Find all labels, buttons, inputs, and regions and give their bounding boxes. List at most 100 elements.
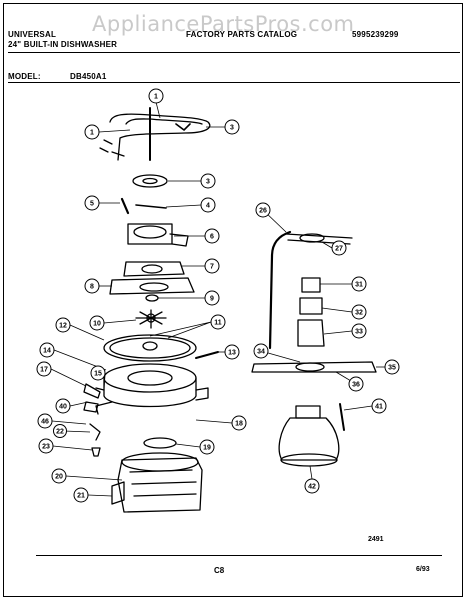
callout-34: 34: [253, 343, 269, 359]
callout-4: 4: [200, 197, 216, 213]
callout-1: 1: [84, 124, 100, 140]
header-rule: [8, 52, 460, 53]
callout-33: 33: [351, 323, 367, 339]
svg-text:46: 46: [41, 419, 49, 426]
plate-illustration: [109, 277, 195, 295]
motor-gasket-illustration: [143, 437, 177, 449]
svg-text:31: 31: [355, 282, 363, 289]
heating-element-illustration: [99, 107, 211, 161]
svg-text:19: 19: [203, 445, 211, 452]
callout-42: 42: [304, 478, 320, 494]
svg-text:17: 17: [40, 367, 48, 374]
filter-screen-illustration: [103, 334, 197, 362]
svg-text:12: 12: [59, 323, 67, 330]
page-frame: [3, 3, 463, 597]
callout-15: 15: [90, 365, 106, 381]
callout-9: 9: [204, 290, 220, 306]
brand-label: UNIVERSAL: [8, 30, 57, 39]
callout-11: 11: [210, 314, 226, 330]
callout-20: 20: [51, 468, 67, 484]
callout-40: 40: [55, 398, 71, 414]
svg-text:40: 40: [59, 404, 67, 411]
lower-spray-arm-illustration: [251, 361, 377, 373]
callout-6: 6: [204, 228, 220, 244]
svg-text:26: 26: [259, 208, 267, 215]
callout-7: 7: [204, 258, 220, 274]
svg-text:18: 18: [235, 421, 243, 428]
model-rule: [8, 82, 460, 83]
svg-text:4: 4: [206, 203, 210, 210]
spray-arm-hub-illustration: [278, 405, 340, 467]
svg-text:20: 20: [55, 474, 63, 481]
gasket-illustration: [123, 261, 185, 277]
callout-14: 14: [39, 342, 55, 358]
callout-10: 10: [89, 315, 105, 331]
callout-36: 36: [348, 376, 364, 392]
svg-text:11: 11: [214, 320, 222, 327]
svg-text:21: 21: [77, 493, 85, 500]
callout-32: 32: [351, 304, 367, 320]
svg-text:6: 6: [210, 234, 214, 241]
callout-13: 13: [224, 344, 240, 360]
svg-text:27: 27: [335, 246, 343, 253]
callout-8: 8: [84, 278, 100, 294]
svg-text:23: 23: [42, 444, 50, 451]
svg-text:34: 34: [257, 349, 265, 356]
svg-text:9: 9: [210, 296, 214, 303]
callout-18: 18: [231, 415, 247, 431]
svg-text:8: 8: [90, 284, 94, 291]
svg-text:3: 3: [230, 125, 234, 132]
page-code: C8: [214, 566, 225, 575]
svg-text:1: 1: [90, 130, 94, 137]
svg-text:14: 14: [43, 348, 51, 355]
callouts: 1 1 3 3 4 5 6 7 8 9 10 11 12 13 14 15 17…: [36, 88, 400, 503]
svg-text:22: 22: [56, 429, 64, 436]
callout-19: 19: [199, 439, 215, 455]
product-label: 24" BUILT-IN DISHWASHER: [8, 40, 118, 49]
callout-41: 41: [371, 398, 387, 414]
supply-tube-illustration: [268, 230, 292, 350]
callout-35: 35: [384, 359, 400, 375]
callout-46: 46: [37, 413, 53, 429]
svg-text:5: 5: [90, 201, 94, 208]
impeller-illustration: [135, 309, 167, 329]
callout-31: 31: [351, 276, 367, 292]
revision-date: 6/93: [416, 566, 430, 573]
model-label: MODEL:: [8, 72, 41, 81]
svg-text:15: 15: [94, 371, 102, 378]
svg-text:42: 42: [308, 484, 316, 491]
callout-21: 21: [73, 487, 89, 503]
svg-text:13: 13: [228, 350, 236, 357]
svg-text:7: 7: [210, 264, 214, 271]
callout-12: 12: [55, 317, 71, 333]
callout-27: 27: [331, 240, 347, 256]
page-reference: 2491: [368, 536, 384, 543]
svg-text:41: 41: [375, 404, 383, 411]
footer-rule: [36, 555, 442, 556]
pump-base-illustration: [95, 363, 209, 415]
svg-text:1: 1: [154, 94, 158, 101]
svg-text:10: 10: [93, 321, 101, 328]
callout-2: 1: [148, 88, 164, 104]
callout-17: 17: [36, 361, 52, 377]
callout-23: 23: [38, 438, 54, 454]
svg-text:3: 3: [206, 179, 210, 186]
nut-illustration: [132, 174, 168, 188]
callout-22: 22: [53, 424, 67, 438]
svg-text:35: 35: [388, 365, 396, 372]
svg-text:33: 33: [355, 329, 363, 336]
pump-housing-illustration: [127, 223, 189, 247]
svg-text:32: 32: [355, 310, 363, 317]
model-value: DB450A1: [70, 72, 107, 81]
callout-26: 26: [255, 202, 271, 218]
watermark-text: AppliancePartsPros.com: [92, 12, 355, 36]
callout-3b: 3: [200, 173, 216, 189]
pump-motor-illustration: [111, 452, 203, 513]
callout-3: 3: [224, 119, 240, 135]
svg-text:36: 36: [352, 382, 360, 389]
catalog-label: FACTORY PARTS CATALOG: [186, 30, 298, 39]
catalog-code: 5995239299: [352, 30, 399, 39]
spray-tower-illustration: [297, 277, 325, 347]
